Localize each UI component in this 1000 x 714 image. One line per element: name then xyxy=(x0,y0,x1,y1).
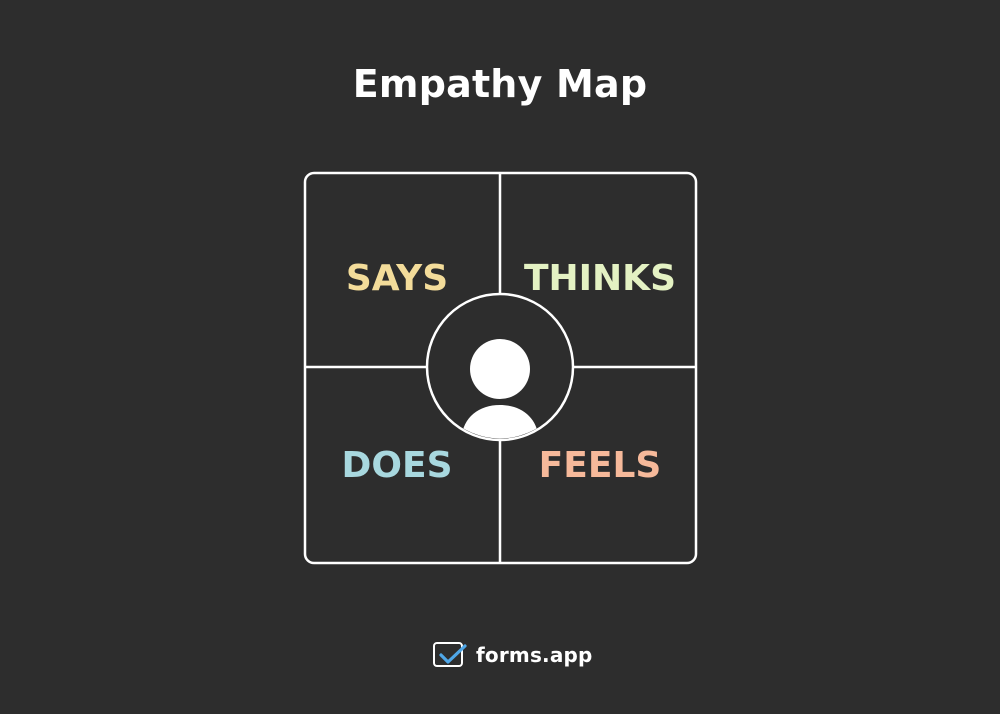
avatar-head xyxy=(470,339,530,399)
brand-name: forms.app xyxy=(476,643,593,667)
forms-app-logo-icon xyxy=(433,642,467,667)
quadrant-label-does: DOES xyxy=(341,445,452,486)
brand-footer: forms.app xyxy=(432,640,593,670)
quadrant-label-thinks: THINKS xyxy=(524,258,676,299)
quadrant-label-feels: FEELS xyxy=(539,445,662,486)
user-avatar-icon xyxy=(461,339,539,439)
avatar-body xyxy=(461,405,539,439)
page-title: Empathy Map xyxy=(352,62,648,106)
quadrant-label-says: SAYS xyxy=(346,258,448,299)
